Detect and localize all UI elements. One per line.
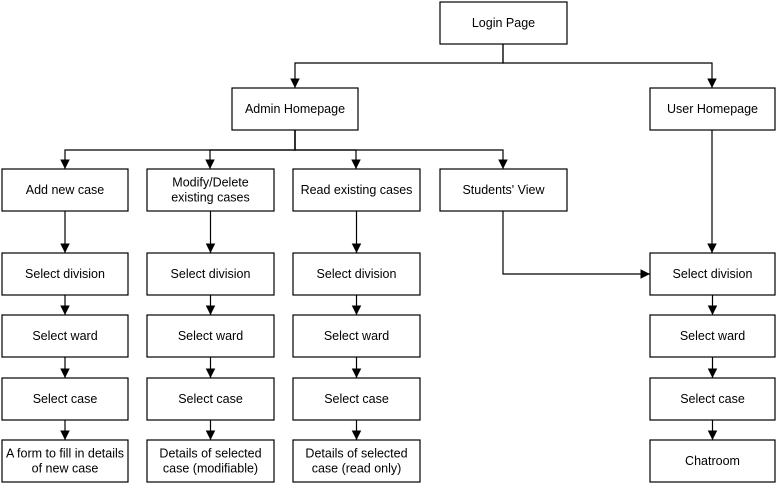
node-label: Select division [25, 267, 105, 281]
node-label: Select ward [178, 329, 243, 343]
node-box [292, 314, 421, 358]
node-label: Select ward [324, 329, 389, 343]
node-box [146, 252, 275, 296]
node-user-ward: Select ward [649, 314, 776, 358]
node-label: Details of selected [305, 447, 407, 461]
arrow-login-to-user-home [502, 44, 717, 88]
node-label: Modify/Delete [172, 176, 248, 190]
node-box [146, 377, 275, 421]
node-students-view: Students' View [439, 168, 568, 212]
node-box [146, 168, 275, 212]
node-label: Select ward [32, 329, 97, 343]
node-add-new-case: Add new case [1, 168, 129, 212]
node-read-case: Select case [292, 377, 421, 421]
node-label: Select division [317, 267, 397, 281]
node-box [649, 314, 776, 358]
node-box [649, 87, 776, 131]
node-label: Admin Homepage [245, 102, 345, 116]
node-add-division: Select division [1, 252, 129, 296]
arrow-students-view-to-user-division [502, 211, 650, 279]
node-label: Read existing cases [301, 183, 413, 197]
node-label: Select ward [680, 329, 745, 343]
arrow-admin-home-to-modify-delete [205, 130, 296, 169]
node-label: Details of selected [159, 447, 261, 461]
node-box [439, 1, 568, 45]
node-label: Select division [171, 267, 251, 281]
node-box [649, 439, 776, 483]
node-box [292, 439, 421, 483]
node-box [292, 377, 421, 421]
node-box [649, 377, 776, 421]
node-box [1, 314, 129, 358]
node-label: Select division [673, 267, 753, 281]
node-box [292, 168, 421, 212]
node-box [292, 252, 421, 296]
node-user-home: User Homepage [649, 87, 776, 131]
node-label: Students' View [462, 183, 545, 197]
node-mod-division: Select division [146, 252, 275, 296]
node-box [1, 439, 129, 483]
arrow-login-to-admin-home [290, 44, 504, 88]
node-add-ward: Select ward [1, 314, 129, 358]
node-label: Select case [680, 392, 745, 406]
node-box [146, 314, 275, 358]
node-box [649, 252, 776, 296]
arrow-admin-home-to-students-view [294, 130, 508, 169]
node-label: Select case [33, 392, 98, 406]
node-mod-case: Select case [146, 377, 275, 421]
node-admin-home: Admin Homepage [231, 87, 359, 131]
node-label: Login Page [472, 16, 535, 30]
node-label: of new case [32, 462, 99, 476]
node-box [1, 252, 129, 296]
node-label: Select case [324, 392, 389, 406]
node-label: A form to fill in details [6, 447, 124, 461]
node-add-case: Select case [1, 377, 129, 421]
node-label: case (modifiable) [163, 462, 258, 476]
node-label: Chatroom [685, 454, 740, 468]
node-label: existing cases [171, 191, 250, 205]
node-label: User Homepage [667, 102, 758, 116]
node-mod-ward: Select ward [146, 314, 275, 358]
node-label: Add new case [26, 183, 105, 197]
node-chatroom: Chatroom [649, 439, 776, 483]
node-box [1, 377, 129, 421]
node-user-division: Select division [649, 252, 776, 296]
node-user-case: Select case [649, 377, 776, 421]
node-box [439, 168, 568, 212]
node-box [1, 168, 129, 212]
node-label: case (read only) [312, 462, 402, 476]
node-read-ward: Select ward [292, 314, 421, 358]
node-box [146, 439, 275, 483]
node-read-division: Select division [292, 252, 421, 296]
node-label: Select case [178, 392, 243, 406]
node-box [231, 87, 359, 131]
node-read-existing: Read existing cases [292, 168, 421, 212]
node-login: Login Page [439, 1, 568, 45]
